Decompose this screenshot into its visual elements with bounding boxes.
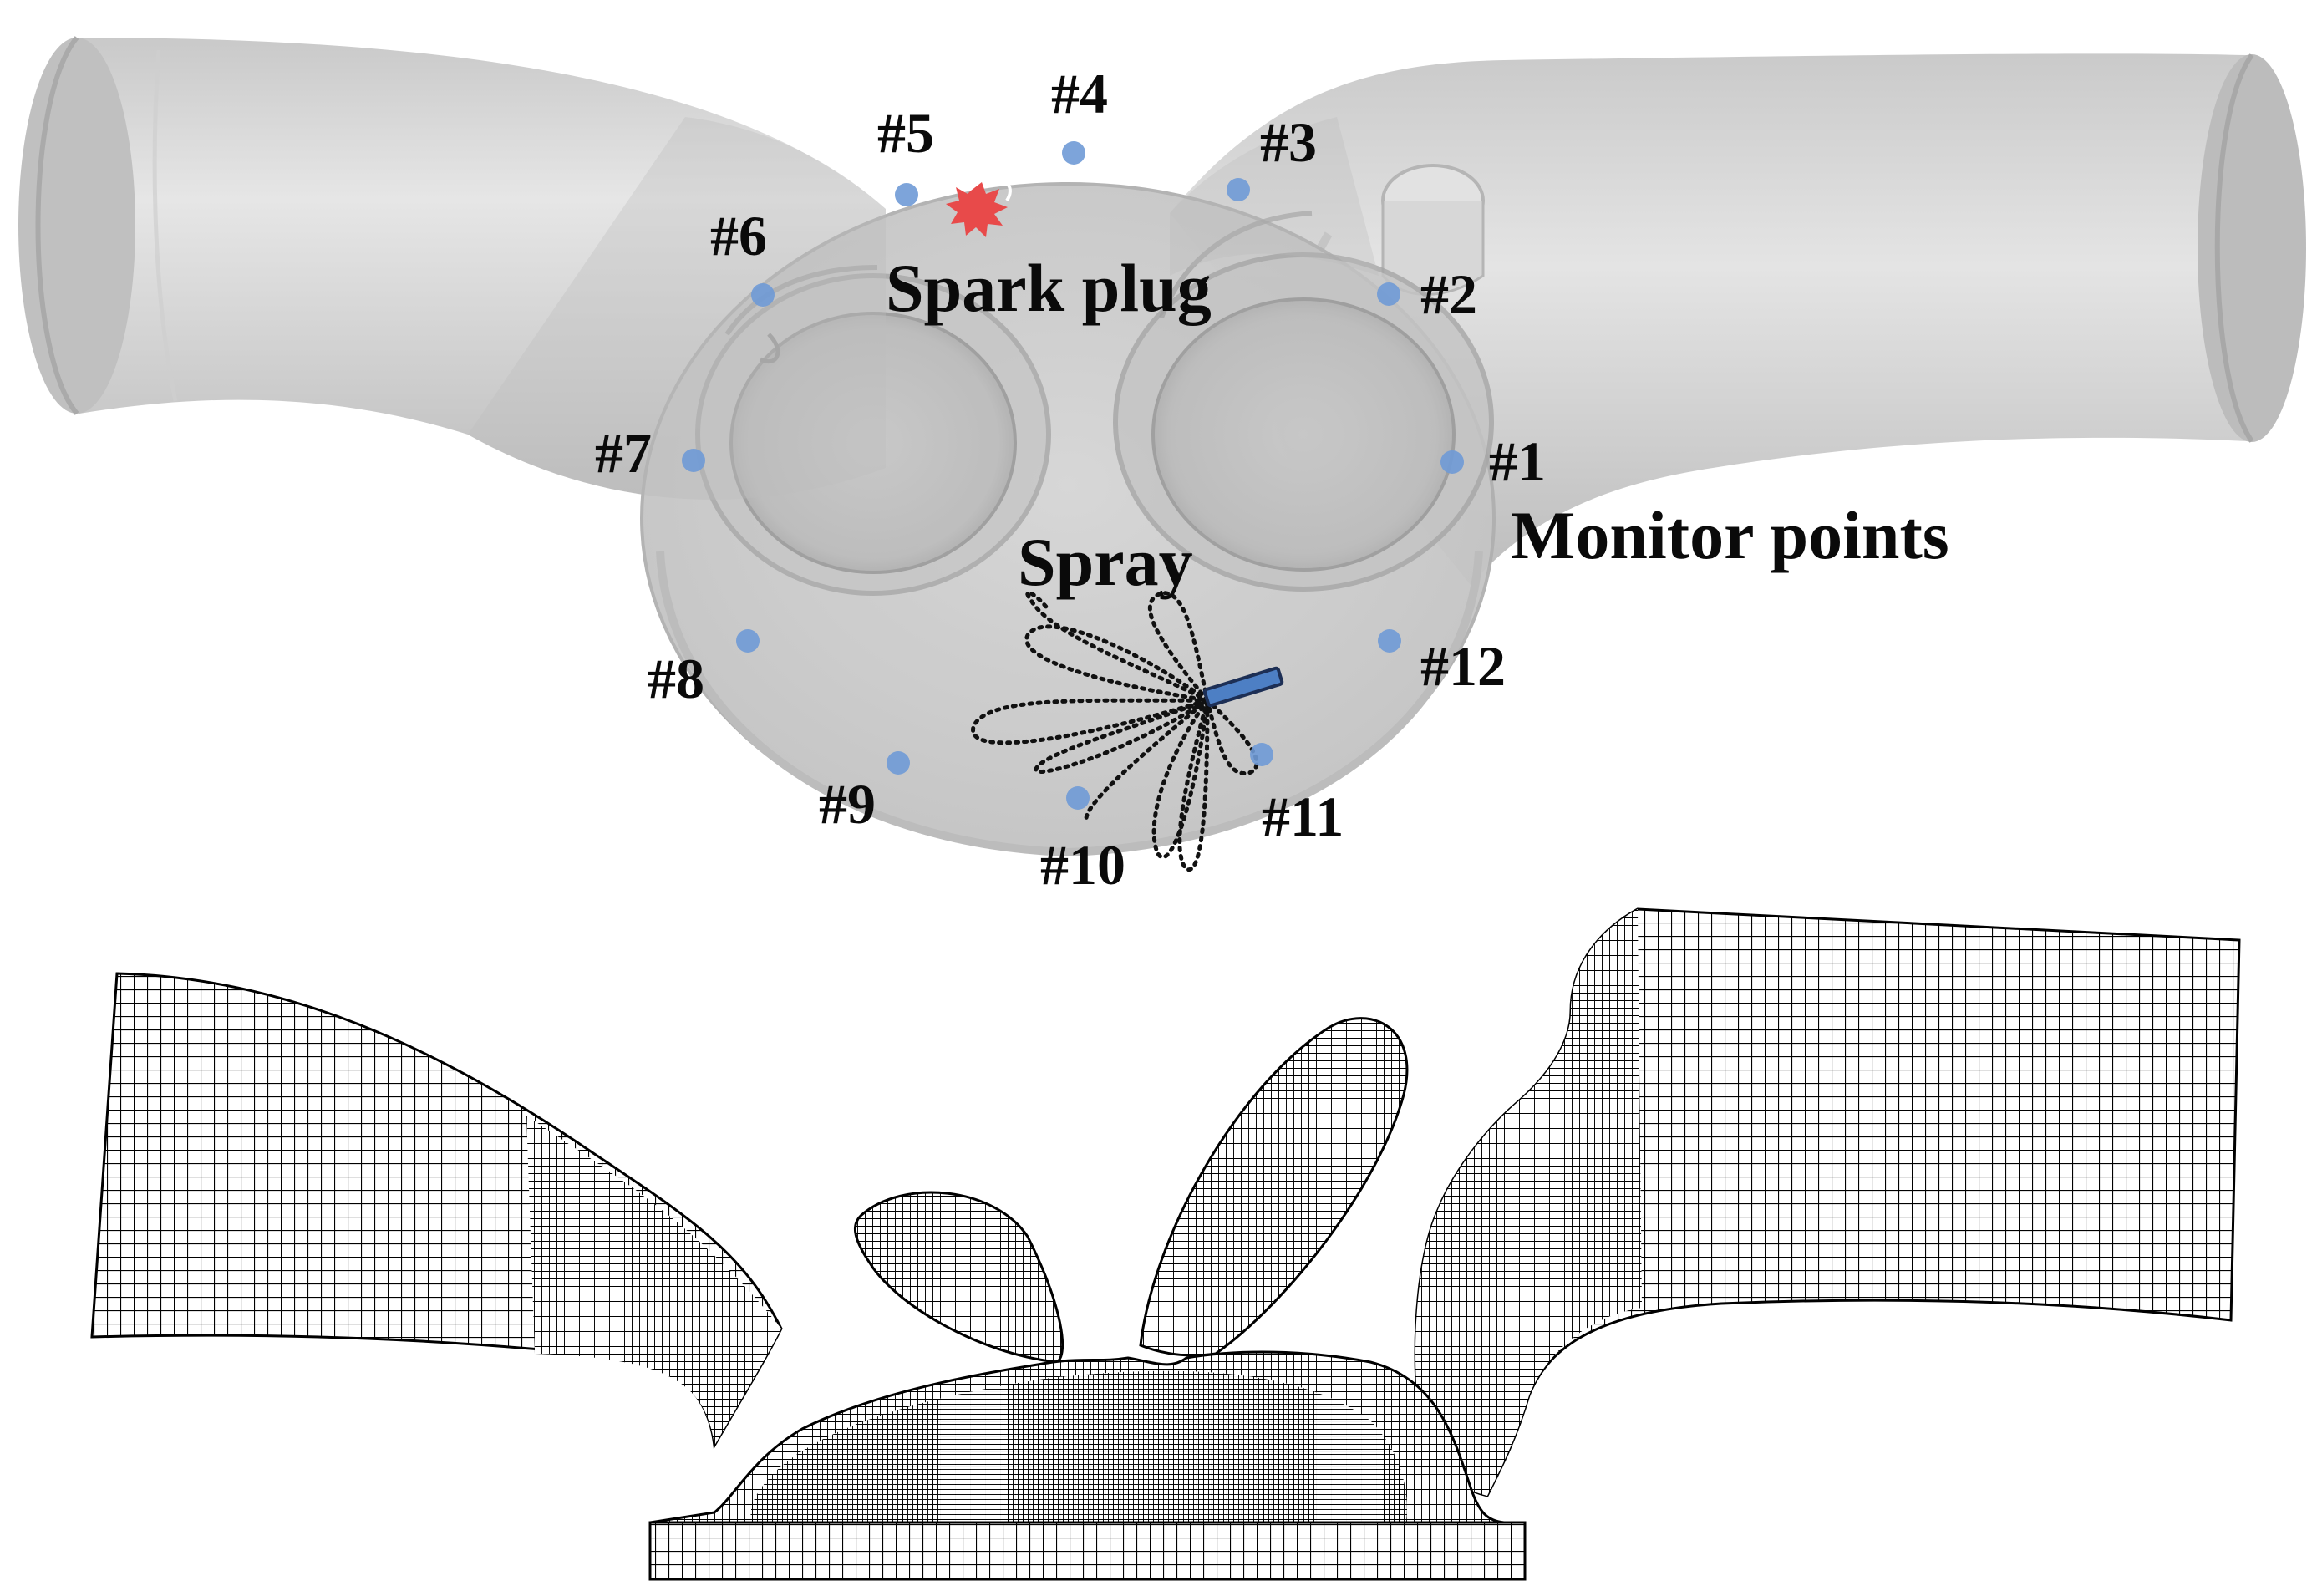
spray-plume xyxy=(971,590,1259,872)
mesh-right-valve xyxy=(1139,1017,1409,1357)
monitor-point-4 xyxy=(1062,141,1085,165)
monitor-label-10: #10 xyxy=(1040,833,1125,897)
monitor-point-8 xyxy=(736,629,760,653)
monitor-point-5 xyxy=(895,183,918,206)
monitor-label-8: #8 xyxy=(648,647,704,710)
monitor-label-9: #9 xyxy=(819,772,876,836)
spray-label: Spray xyxy=(1018,524,1193,600)
monitor-label-11: #11 xyxy=(1262,785,1344,848)
mesh-left-port-fine xyxy=(526,1116,781,1446)
monitor-label-5: #5 xyxy=(877,101,934,165)
monitor-point-2 xyxy=(1377,282,1400,306)
monitor-point-labels: #1 #2 #3 #4 #5 #6 #7 #8 #9 #10 #11 #12 xyxy=(595,62,1546,897)
monitor-point-1 xyxy=(1440,450,1464,474)
monitor-label-2: #2 xyxy=(1420,262,1477,326)
monitor-label-4: #4 xyxy=(1051,62,1108,125)
monitor-point-12 xyxy=(1378,629,1401,653)
monitor-label-1: #1 xyxy=(1489,429,1546,493)
monitor-point-3 xyxy=(1227,178,1250,201)
left-valve xyxy=(695,265,1051,596)
monitor-label-6: #6 xyxy=(710,204,767,267)
monitor-point-6 xyxy=(751,283,775,307)
injector-icon xyxy=(1202,666,1284,708)
mesh-cross-section xyxy=(90,907,2241,1581)
monitor-label-3: #3 xyxy=(1260,110,1317,174)
spark-plug-label: Spark plug xyxy=(886,250,1212,326)
right-valve xyxy=(1113,211,1494,592)
monitor-point-11 xyxy=(1250,743,1273,766)
monitor-point-7 xyxy=(682,449,705,472)
monitor-point-dots xyxy=(682,141,1464,810)
monitor-label-7: #7 xyxy=(595,421,652,485)
spark-icon xyxy=(946,179,1012,237)
monitor-point-9 xyxy=(887,751,910,775)
monitor-points-label: Monitor points xyxy=(1511,497,1949,573)
monitor-label-12: #12 xyxy=(1420,634,1506,698)
mesh-piston-band xyxy=(648,1521,1527,1581)
engine-3d-view: #1 #2 #3 #4 #5 #6 #7 #8 #9 #10 #11 #12 S… xyxy=(18,36,2306,897)
monitor-point-10 xyxy=(1066,786,1090,810)
mesh-right-port-fine xyxy=(1415,909,1642,1496)
mesh-left-valve xyxy=(853,1191,1064,1364)
